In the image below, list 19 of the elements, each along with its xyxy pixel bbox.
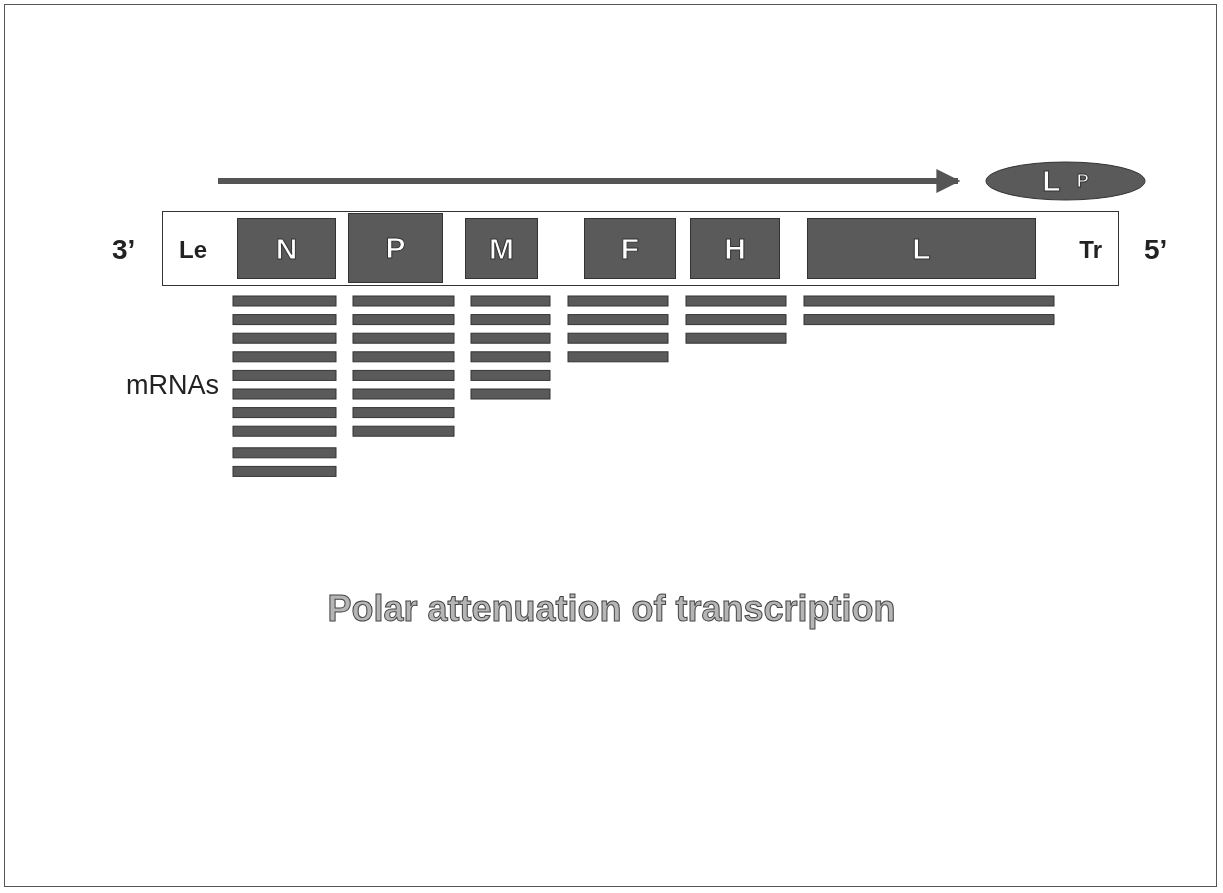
region-label: Le <box>179 238 207 262</box>
protein-label: P <box>1076 172 1089 190</box>
gene-box <box>465 218 538 279</box>
gene-box <box>690 218 780 279</box>
gene-label: N <box>275 233 298 264</box>
row-label: mRNAs <box>126 372 219 399</box>
genome-box <box>162 211 1119 286</box>
region-label: Tr <box>1079 238 1102 262</box>
slide-title: Polar attenuation of transcription <box>326 588 897 630</box>
gene-box <box>237 218 336 279</box>
gene-label: F <box>620 233 640 264</box>
gene-box <box>584 218 676 279</box>
polymerase-ellipse <box>985 161 1146 201</box>
gene-box <box>807 218 1036 279</box>
gene-label: P <box>385 233 406 263</box>
end-label: 5’ <box>1144 236 1168 264</box>
end-label: 3’ <box>112 236 136 264</box>
gene-box <box>348 213 443 283</box>
gene-label: M <box>489 233 514 264</box>
